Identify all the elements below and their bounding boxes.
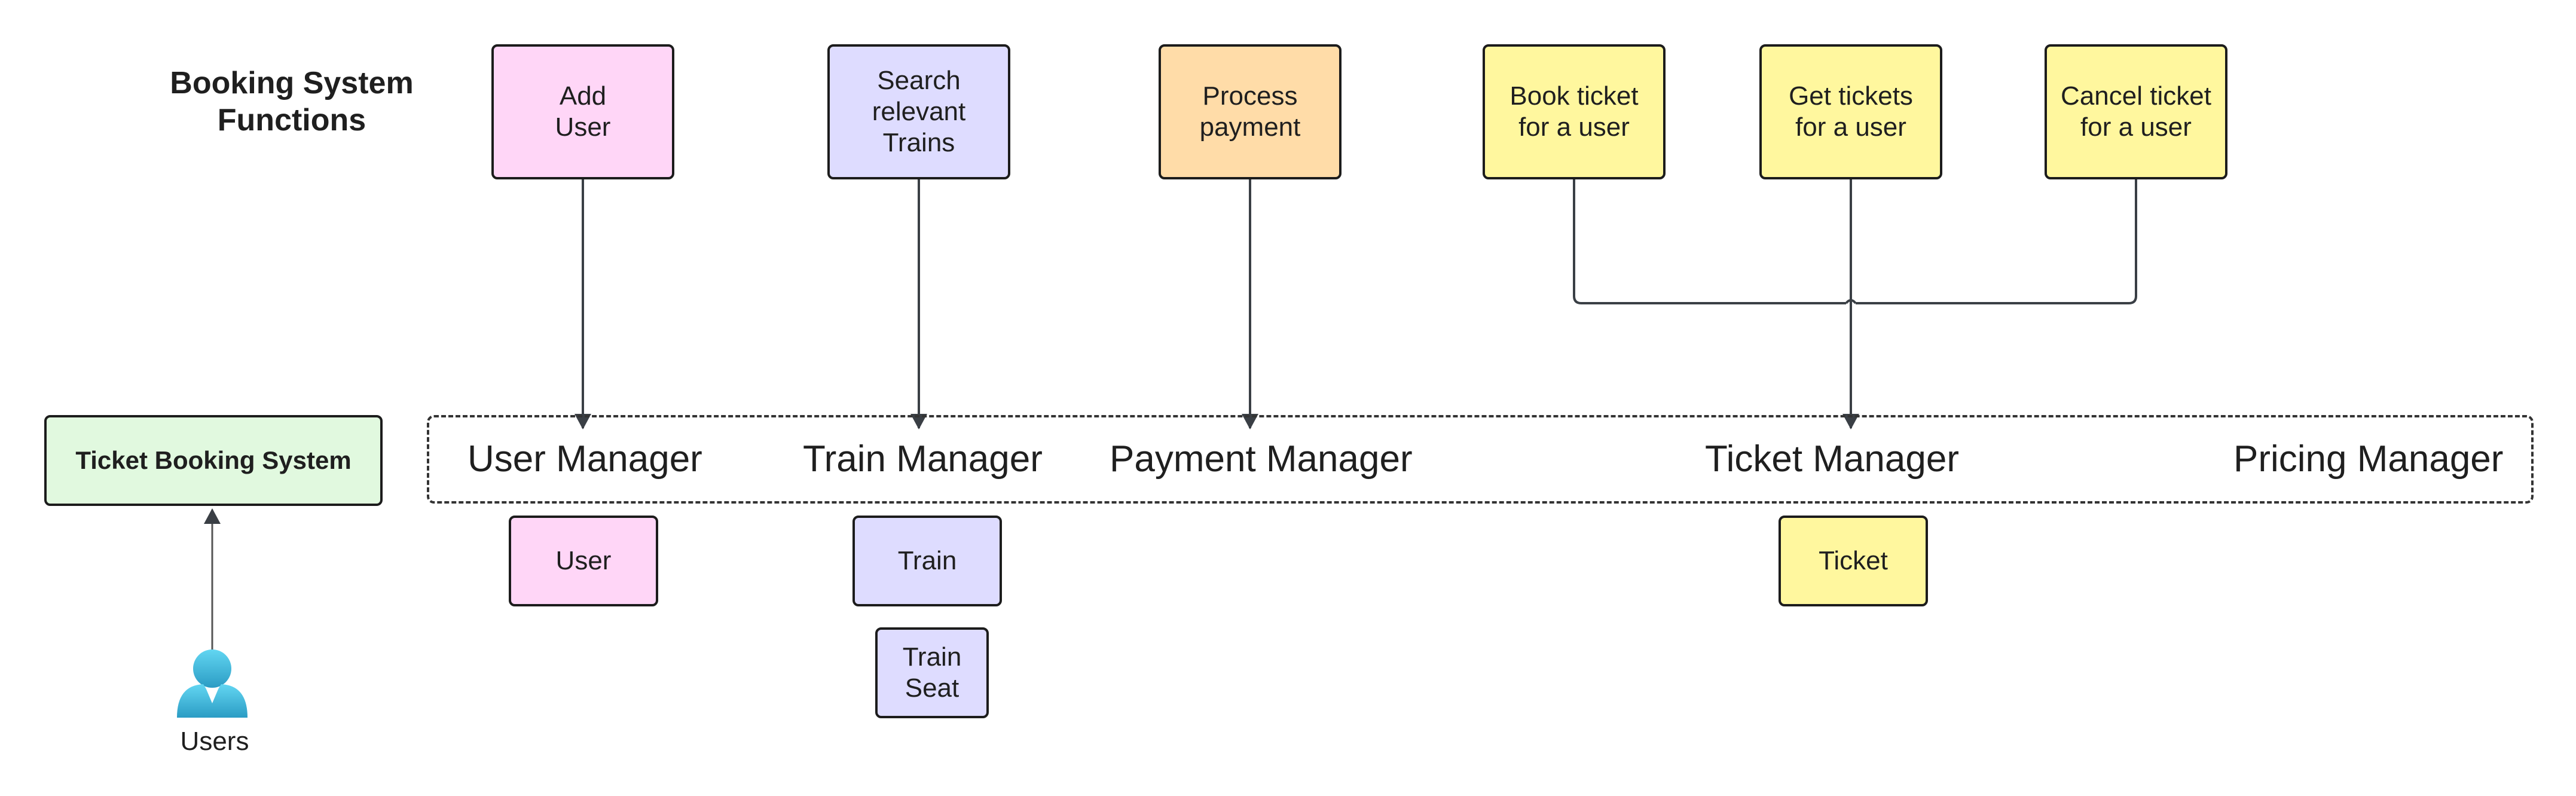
actor-users-label: Users bbox=[180, 727, 249, 756]
manager-user: User Manager bbox=[467, 438, 702, 480]
connector-cancel-ticket bbox=[1856, 179, 2137, 304]
function-process-payment: Process payment bbox=[1159, 44, 1342, 179]
system-box: Ticket Booking System bbox=[44, 415, 383, 506]
function-search-trains: Search relevant Trains bbox=[827, 44, 1010, 179]
entity-user: User bbox=[509, 516, 658, 606]
manager-ticket: Ticket Manager bbox=[1705, 438, 1959, 480]
entity-train-seat: Train Seat bbox=[875, 627, 989, 718]
function-cancel-ticket: Cancel ticket for a user bbox=[2045, 44, 2227, 179]
function-book-ticket: Book ticket for a user bbox=[1483, 44, 1666, 179]
diagram-title: Booking System Functions bbox=[170, 66, 414, 138]
entity-ticket: Ticket bbox=[1779, 516, 1928, 606]
manager-train: Train Manager bbox=[803, 438, 1043, 480]
manager-payment: Payment Manager bbox=[1110, 438, 1413, 480]
user-icon bbox=[177, 649, 247, 718]
function-get-tickets: Get tickets for a user bbox=[1759, 44, 1942, 179]
managers-container bbox=[427, 415, 2534, 504]
entity-train: Train bbox=[852, 516, 1002, 606]
connector-book-ticket bbox=[1573, 179, 1846, 304]
manager-pricing: Pricing Manager bbox=[2233, 438, 2504, 480]
function-add-user: Add User bbox=[491, 44, 674, 179]
